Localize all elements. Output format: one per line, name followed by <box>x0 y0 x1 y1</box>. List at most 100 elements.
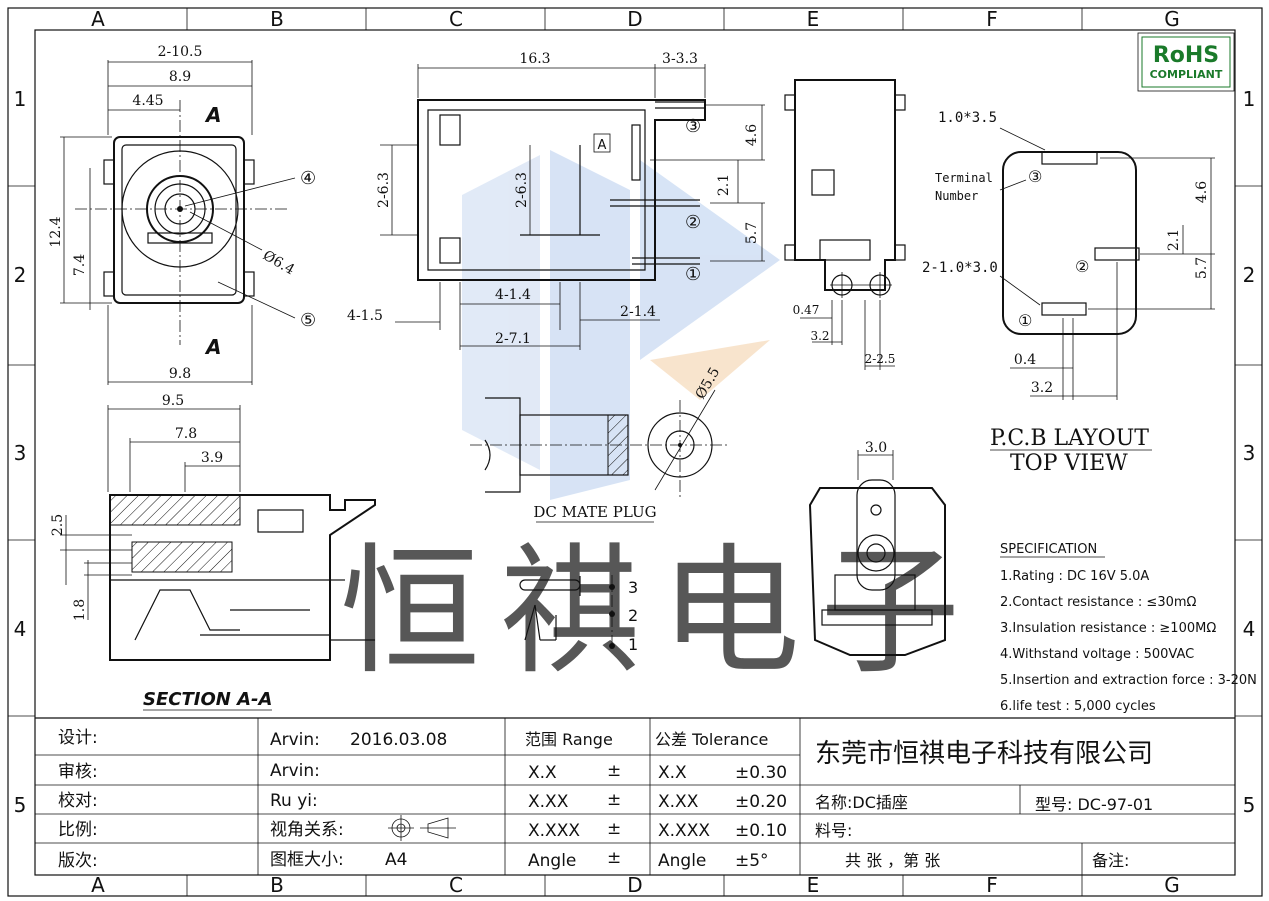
col-label-b: B <box>270 7 284 31</box>
design-date: 2016.03.08 <box>350 730 447 750</box>
bottom-view-dim: 3.0 <box>865 440 887 456</box>
range-row-4: Angle <box>528 851 576 871</box>
dim-end-2: 3.2 <box>810 329 829 343</box>
tolerance-header: 公差 Tolerance <box>655 730 768 749</box>
label-version: 版次: <box>58 851 98 871</box>
view-relation-label: 视角关系: <box>270 820 344 840</box>
section-dim-4: 2.5 <box>50 514 66 536</box>
side-pin-1: ① <box>685 264 701 285</box>
pcb-dim-3: 4.6 <box>1194 181 1210 203</box>
outer-border <box>7 7 1263 897</box>
spec-title: SPECIFICATION <box>1000 542 1097 557</box>
pcb-title-2: TOP VIEW <box>1010 451 1128 476</box>
section-dim-1: 9.5 <box>162 393 184 409</box>
row-label-3: 3 <box>14 441 27 465</box>
col-label-a-bottom: A <box>91 873 105 897</box>
row-label-4: 4 <box>14 617 27 641</box>
range-row-2: X.XX <box>528 792 569 812</box>
dim-side-6: 2.1 <box>716 174 732 196</box>
material-number: 料号: <box>815 821 852 840</box>
section-mark-top: A <box>204 103 221 127</box>
tol-row-2-value: ±0.20 <box>735 792 787 812</box>
company-name: 东莞市恒祺电子科技有限公司 <box>815 739 1153 769</box>
tol-row-1-value: ±0.30 <box>735 763 787 783</box>
pcb-dim-7: 3.2 <box>1031 380 1053 396</box>
schematic-pin-1: 1 <box>628 635 638 654</box>
sheet-count: 共 张 ，第 张 <box>845 851 940 870</box>
label-reviewer: 审核: <box>58 762 98 782</box>
side-pin-3: ③ <box>685 116 701 137</box>
spec-item-2: 2.Contact resistance : ≤30mΩ <box>1000 595 1197 610</box>
frame-labels: A B C D E F G A B C D E F G 1 2 3 4 5 1 … <box>14 7 1256 897</box>
plug-caption: DC MATE PLUG <box>533 503 656 521</box>
side-pin-2: ② <box>685 212 701 233</box>
dim-front-4: 12.4 <box>48 216 64 247</box>
range-header: 范围 Range <box>525 730 613 749</box>
tol-row-3-range: X.XXX <box>658 821 710 841</box>
tol-row-2-range: X.XX <box>658 792 699 812</box>
specification: SPECIFICATION 1.Rating : DC 16V 5.0A 2.C… <box>1000 542 1257 714</box>
col-label-g-bottom: G <box>1164 873 1180 897</box>
row-label-5-right: 5 <box>1243 793 1256 817</box>
pcb-pin-3: ③ <box>1028 167 1042 186</box>
tol-row-4-range: Angle <box>658 851 706 871</box>
title-block: 设计: 审核: 校对: 比例: 版次: Arvin: 2016.03.08 Ar… <box>35 717 1235 875</box>
section-mark-side: A <box>598 138 607 153</box>
dim-side-3: 4.6 <box>744 124 760 146</box>
col-label-e-bottom: E <box>807 873 820 897</box>
dim-front-5: 7.4 <box>72 254 88 276</box>
spec-item-4: 4.Withstand voltage : 500VAC <box>1000 647 1194 662</box>
col-label-d: D <box>627 7 642 31</box>
frame-ticks <box>8 8 1262 896</box>
dim-front-7: Ø6.4 <box>260 248 297 279</box>
range-row-1-sign: ± <box>607 761 621 781</box>
spec-item-5: 5.Insertion and extraction force : 3-20N <box>1000 673 1257 688</box>
row-label-1-right: 1 <box>1243 87 1256 111</box>
dim-side-11: 2-7.1 <box>495 331 531 347</box>
dim-front-3: 4.45 <box>132 93 163 109</box>
row-label-2: 2 <box>14 263 27 287</box>
dim-front-2: 8.9 <box>169 69 191 85</box>
pcb-dim-4: 2.1 <box>1166 229 1182 251</box>
dim-side-9: 4-1.5 <box>347 308 383 324</box>
number-label: Number <box>935 189 978 203</box>
tol-row-3-value: ±0.10 <box>735 821 787 841</box>
rohs-logo: RoHS COMPLIANT <box>1137 32 1235 92</box>
projection-symbol-icon <box>388 815 456 841</box>
checker-name: Arvin: <box>270 761 320 781</box>
designer-name: Arvin: <box>270 730 320 750</box>
watermark-logo <box>462 150 780 500</box>
frame-size-value: A4 <box>385 850 407 870</box>
end-view: 0.47 3.2 2-2.5 <box>784 79 906 370</box>
range-row-3: X.XXX <box>528 821 580 841</box>
rohs-title: RoHS <box>1153 43 1219 68</box>
spec-item-1: 1.Rating : DC 16V 5.0A <box>1000 569 1149 584</box>
pcb-pin-1: ① <box>1018 311 1032 330</box>
section-dim-2: 7.8 <box>175 426 197 442</box>
col-label-c: C <box>449 7 463 31</box>
spec-item-3: 3.Insulation resistance : ≥100MΩ <box>1000 621 1216 636</box>
dim-side-8: 4-1.4 <box>495 287 531 303</box>
dim-front-6: 9.8 <box>169 366 191 382</box>
dim-side-10: 2-1.4 <box>620 304 656 320</box>
section-mark-bottom: A <box>204 335 221 359</box>
section-dim-3: 3.9 <box>201 450 223 466</box>
dc-mate-plug: Ø5.5 DC MATE PLUG <box>470 365 730 523</box>
dim-side-1: 16.3 <box>519 51 550 67</box>
proofer-name: Ru yi: <box>270 791 318 811</box>
rohs-subtitle: COMPLIANT <box>1150 68 1223 81</box>
side-view: A ③ ② ① 16.3 3-3.3 4.6 2-6.3 2-6.3 2.1 5… <box>347 51 765 350</box>
dim-end-1: 0.47 <box>793 303 820 317</box>
section-dim-5: 1.8 <box>72 599 88 621</box>
col-label-f-bottom: F <box>986 873 998 897</box>
col-label-e: E <box>807 7 820 31</box>
pcb-title-1: P.C.B LAYOUT <box>990 426 1149 451</box>
row-label-2-right: 2 <box>1243 263 1256 287</box>
dim-side-7: 5.7 <box>744 222 760 244</box>
section-a-a: 9.5 7.8 3.9 2.5 1.8 SECTION A-A <box>50 393 376 711</box>
col-label-g: G <box>1164 7 1180 31</box>
range-row-4-sign: ± <box>607 848 621 868</box>
pcb-dim-6: 0.4 <box>1014 352 1036 368</box>
section-title: SECTION A-A <box>143 689 272 710</box>
